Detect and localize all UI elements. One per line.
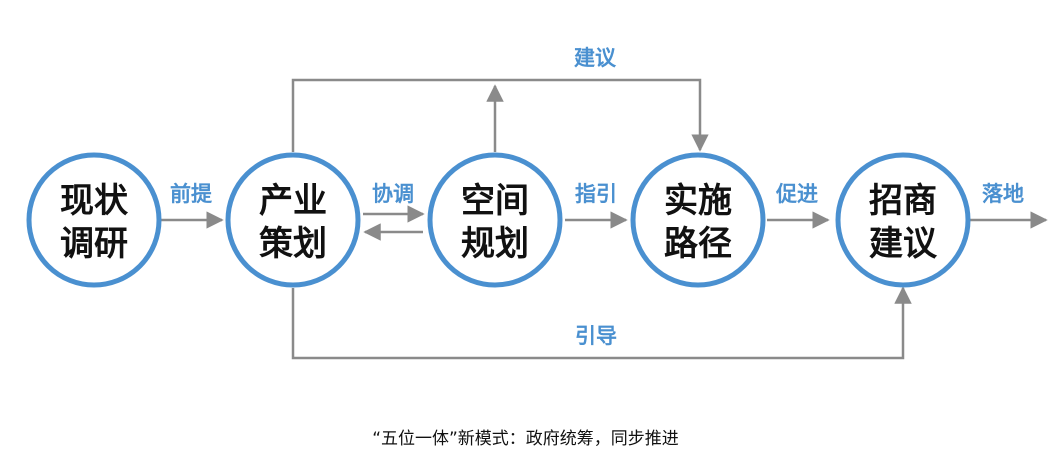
label-yindao: 引导 <box>575 324 617 348</box>
node-shishi-line2: 路径 <box>664 224 732 264</box>
node-chanye-line2: 策划 <box>259 224 327 264</box>
label-luodi: 落地 <box>982 182 1024 206</box>
label-jianyi: 建议 <box>574 46 617 70</box>
label-xietiao: 协调 <box>372 182 414 206</box>
node-chanye-line1: 产业 <box>259 181 327 221</box>
node-kongjian-line2: 规划 <box>461 224 529 264</box>
node-zhaoshang-line2: 建议 <box>869 224 938 264</box>
label-qianti: 前提 <box>170 182 213 206</box>
node-zhaoshang: 招商 建议 <box>835 152 971 288</box>
node-xianzhuang: 现状 调研 <box>26 152 162 288</box>
node-shishi-line1: 实施 <box>664 181 732 221</box>
bottom-connector <box>291 286 912 360</box>
caption: “五位一体”新模式：政府统筹，同步推进 <box>372 429 679 449</box>
label-zhiyin: 指引 <box>575 182 617 206</box>
node-kongjian: 空间 规划 <box>427 152 563 288</box>
node-zhaoshang-line1: 招商 <box>869 181 937 221</box>
node-xianzhuang-line2: 调研 <box>60 224 128 264</box>
top-connector <box>291 78 709 152</box>
node-shishi: 实施 路径 <box>630 152 766 288</box>
node-xianzhuang-line1: 现状 <box>60 181 129 221</box>
node-kongjian-line1: 空间 <box>461 181 529 221</box>
label-cujin: 促进 <box>775 182 818 206</box>
node-chanye: 产业 策划 <box>225 152 361 288</box>
